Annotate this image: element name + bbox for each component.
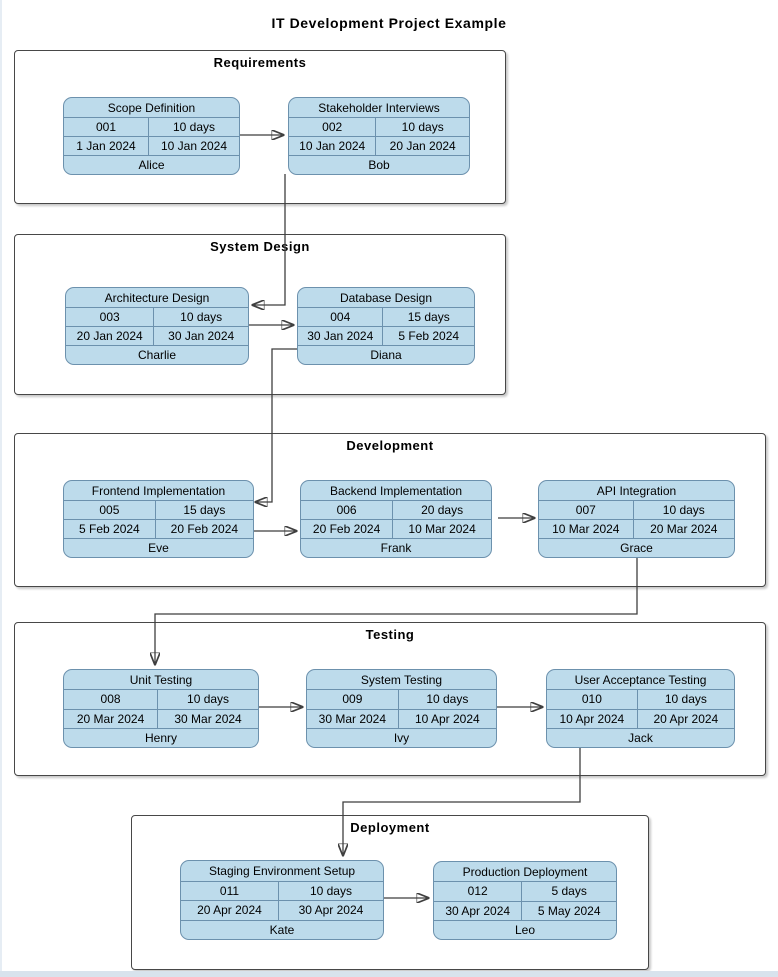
- task-card-architecture-design[interactable]: Architecture Design 003 10 days 20 Jan 2…: [65, 287, 249, 365]
- task-duration: 15 days: [382, 308, 474, 326]
- task-card-scope-definition[interactable]: Scope Definition 001 10 days 1 Jan 2024 …: [63, 97, 240, 175]
- task-id: 012: [467, 884, 488, 899]
- task-assignee: Diana: [298, 345, 474, 364]
- task-end-date: 20 Mar 2024: [632, 520, 734, 538]
- task-end-date: 30 Jan 2024: [153, 327, 248, 345]
- section-title: System Design: [210, 239, 310, 254]
- task-start-date: 10 Mar 2024: [552, 522, 620, 536]
- task-card-database-design[interactable]: Database Design 004 15 days 30 Jan 2024 …: [297, 287, 475, 365]
- task-duration: 10 days: [375, 118, 469, 136]
- task-duration: 10 days: [157, 690, 258, 709]
- task-duration: 10 days: [397, 690, 496, 709]
- task-duration: 20 days: [392, 501, 491, 519]
- task-assignee: Bob: [289, 155, 469, 174]
- task-card-staging-environment-setup[interactable]: Staging Environment Setup 011 10 days 20…: [180, 860, 384, 940]
- task-title: Database Design: [339, 290, 433, 305]
- task-start-date: 10 Apr 2024: [559, 711, 625, 726]
- task-assignee: Leo: [434, 919, 616, 939]
- task-assignee: Eve: [64, 538, 253, 557]
- task-card-system-testing[interactable]: System Testing 009 10 days 30 Mar 2024 1…: [306, 669, 497, 748]
- diagram-title: IT Development Project Example: [271, 15, 507, 31]
- task-end-date: 30 Apr 2024: [277, 901, 383, 920]
- task-id: 006: [336, 503, 357, 517]
- task-title: Staging Environment Setup: [208, 863, 356, 878]
- task-assignee: Grace: [539, 538, 734, 557]
- task-id: 005: [99, 503, 120, 517]
- task-end-date: 5 Feb 2024: [382, 327, 474, 345]
- task-card-unit-testing[interactable]: Unit Testing 008 10 days 20 Mar 2024 30 …: [63, 669, 259, 748]
- task-assignee: Charlie: [66, 345, 248, 364]
- task-duration: 10 days: [632, 501, 734, 519]
- task-card-stakeholder-interviews[interactable]: Stakeholder Interviews 002 10 days 10 Ja…: [288, 97, 470, 175]
- canvas-bottom-edge: [0, 971, 778, 977]
- task-id: 003: [99, 310, 120, 324]
- task-start-date: 1 Jan 2024: [76, 139, 136, 153]
- task-start-date: 30 Apr 2024: [445, 903, 511, 918]
- task-id: 010: [581, 692, 602, 707]
- task-title: Unit Testing: [129, 672, 193, 687]
- task-assignee: Henry: [64, 727, 258, 747]
- task-id: 011: [219, 883, 240, 898]
- task-duration: 10 days: [148, 118, 239, 136]
- section-title: Testing: [365, 627, 415, 642]
- task-start-date: 30 Jan 2024: [307, 329, 374, 343]
- task-start-date: 5 Feb 2024: [79, 522, 140, 536]
- task-start-date: 10 Jan 2024: [299, 139, 366, 153]
- task-duration: 15 days: [154, 501, 253, 519]
- task-card-user-acceptance-testing[interactable]: User Acceptance Testing 010 10 days 10 A…: [546, 669, 735, 748]
- task-title: System Testing: [360, 672, 443, 687]
- task-card-backend-implementation[interactable]: Backend Implementation 006 20 days 20 Fe…: [300, 480, 492, 558]
- task-card-frontend-implementation[interactable]: Frontend Implementation 005 15 days 5 Fe…: [63, 480, 254, 558]
- section-title: Requirements: [213, 55, 307, 70]
- task-id: 002: [322, 120, 343, 134]
- task-assignee: Frank: [301, 538, 491, 557]
- task-end-date: 20 Jan 2024: [375, 137, 469, 155]
- task-start-date: 30 Mar 2024: [318, 711, 387, 726]
- task-title: Scope Definition: [107, 100, 196, 115]
- task-assignee: Kate: [181, 919, 383, 940]
- task-title: API Integration: [596, 483, 677, 498]
- task-card-api-integration[interactable]: API Integration 007 10 days 10 Mar 2024 …: [538, 480, 735, 558]
- task-end-date: 10 Jan 2024: [148, 137, 239, 155]
- task-duration: 10 days: [153, 308, 248, 326]
- task-start-date: 20 Mar 2024: [76, 711, 145, 726]
- section-title: Development: [346, 438, 434, 453]
- task-title: Stakeholder Interviews: [318, 100, 440, 115]
- task-assignee: Alice: [64, 155, 239, 174]
- task-duration: 10 days: [636, 690, 734, 709]
- task-title: User Acceptance Testing: [574, 672, 707, 687]
- task-title: Backend Implementation: [329, 483, 463, 498]
- task-assignee: Ivy: [307, 727, 496, 747]
- task-id: 004: [330, 310, 351, 324]
- task-end-date: 20 Apr 2024: [636, 709, 734, 728]
- task-end-date: 5 May 2024: [521, 901, 616, 920]
- task-id: 009: [342, 692, 363, 707]
- task-assignee: Jack: [547, 727, 734, 747]
- task-end-date: 10 Mar 2024: [392, 520, 491, 538]
- task-title: Production Deployment: [462, 864, 588, 879]
- task-end-date: 30 Mar 2024: [157, 709, 258, 728]
- task-start-date: 20 Feb 2024: [312, 522, 381, 536]
- task-title: Architecture Design: [104, 290, 210, 305]
- task-end-date: 10 Apr 2024: [397, 709, 496, 728]
- task-start-date: 20 Apr 2024: [197, 903, 262, 918]
- task-end-date: 20 Feb 2024: [154, 520, 253, 538]
- task-duration: 10 days: [277, 881, 383, 900]
- task-duration: 5 days: [521, 882, 616, 901]
- task-card-production-deployment[interactable]: Production Deployment 012 5 days 30 Apr …: [433, 861, 617, 940]
- canvas-left-edge: [0, 0, 2, 971]
- task-id: 007: [575, 503, 596, 517]
- section-title: Deployment: [350, 820, 430, 835]
- task-title: Frontend Implementation: [91, 483, 226, 498]
- task-id: 001: [95, 120, 117, 134]
- task-id: 008: [100, 692, 121, 707]
- task-start-date: 20 Jan 2024: [76, 329, 143, 343]
